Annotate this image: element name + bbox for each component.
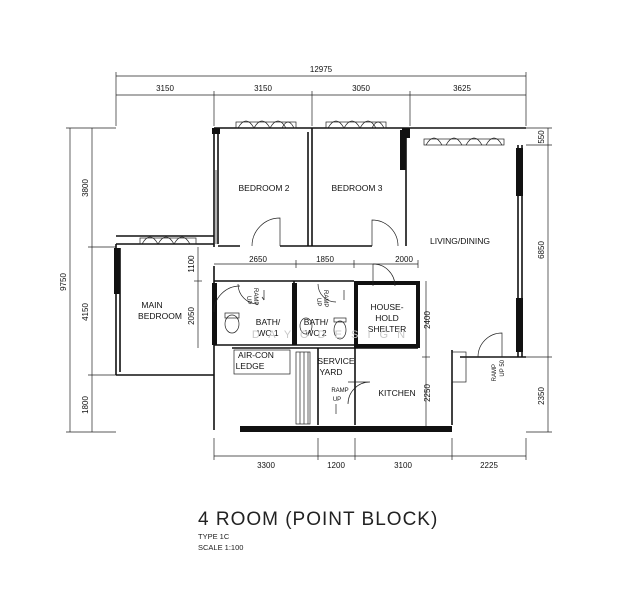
room-bath-2-line1: BATH/ <box>304 317 329 327</box>
ramp-label-bath2-line2: UP <box>315 298 321 306</box>
doors <box>213 217 503 405</box>
room-bedroom-2: BEDROOM 2 <box>238 183 289 193</box>
ramp-label-service-line2: UP <box>333 397 341 403</box>
ramp-label-bath2-line1: RAMP <box>322 290 328 307</box>
room-bath-1-line2: WC 1 <box>257 328 279 338</box>
plan-title: 4 ROOM (POINT BLOCK) <box>198 509 439 530</box>
dim-bottom-3: 3100 <box>394 461 412 470</box>
dim-top-4: 3625 <box>453 84 471 93</box>
ramp-arrows <box>261 290 510 414</box>
room-bath-2-line2: WC 2 <box>305 328 327 338</box>
plan-type: TYPE 1C <box>198 532 230 541</box>
dim-2400: 2400 <box>423 311 432 329</box>
ramp-label-service-line1: RAMP <box>331 388 348 394</box>
ramp-label-entrance-line2: UP 50 <box>500 359 506 376</box>
dim-left-total: 9750 <box>59 273 68 291</box>
room-service-line2: YARD <box>320 367 343 377</box>
dimension-lines <box>66 72 552 460</box>
ramp-label-bath1-line1: RAMP <box>252 288 258 305</box>
room-main-bedroom-line1: MAIN <box>141 300 162 310</box>
dim-bottom-1: 3300 <box>257 461 275 470</box>
room-main-bedroom-line2: BEDROOM <box>138 311 182 321</box>
heavy-walls <box>114 128 523 432</box>
room-bath-1-line1: BATH/ <box>256 317 281 327</box>
room-living-dining: LIVING/DINING <box>430 236 490 246</box>
plan-scale: SCALE 1:100 <box>198 543 244 552</box>
title-block: 4 ROOM (POINT BLOCK) TYPE 1C SCALE 1:100 <box>198 509 438 553</box>
dim-top-3: 3050 <box>352 84 370 93</box>
dim-1100: 1100 <box>187 255 196 273</box>
dim-2000: 2000 <box>395 255 413 264</box>
room-aircon-line1: AIR-CON <box>238 350 274 360</box>
room-service-line1: SERVICE <box>317 356 354 366</box>
ramp-label-bath1-line2: UP <box>245 296 251 304</box>
room-shelter-line1: HOUSE- <box>370 302 403 312</box>
dim-2650: 2650 <box>249 255 267 264</box>
room-shelter-line2: HOLD <box>375 313 399 323</box>
room-kitchen: KITCHEN <box>378 388 415 398</box>
dim-overall: 12975 <box>310 65 333 74</box>
room-shelter-line3: SHELTER <box>368 324 407 334</box>
walls <box>115 127 526 430</box>
dim-top-2: 3150 <box>254 84 272 93</box>
dim-2050: 2050 <box>187 307 196 325</box>
fixtures <box>224 312 467 425</box>
dim-1850: 1850 <box>316 255 334 264</box>
room-bedroom-3: BEDROOM 3 <box>331 183 382 193</box>
dim-right-3: 2350 <box>537 387 546 405</box>
room-aircon-line2: LEDGE <box>236 361 265 371</box>
dim-right-1: 550 <box>537 130 546 144</box>
watermark: D A Y O D E S I G N <box>252 329 408 341</box>
dim-top-1: 3150 <box>156 84 174 93</box>
dim-left-1: 3800 <box>81 179 90 197</box>
ramp-label-entrance-line1: RAMP <box>492 364 498 381</box>
dim-bottom-2: 1200 <box>327 461 345 470</box>
dim-right-2: 6850 <box>537 241 546 259</box>
dim-left-2: 4150 <box>81 303 90 321</box>
windows <box>139 120 505 245</box>
dim-left-3: 1800 <box>81 396 90 414</box>
dim-bottom-4: 2225 <box>480 461 498 470</box>
dim-2250: 2250 <box>423 384 432 402</box>
